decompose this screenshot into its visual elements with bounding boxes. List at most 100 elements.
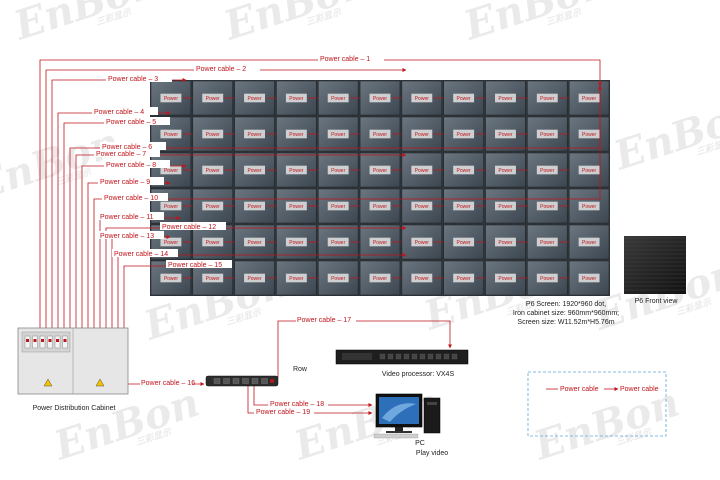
power-module [411, 273, 433, 283]
power-module-label: Power [164, 240, 179, 246]
power-module [244, 273, 265, 283]
power-module-label: Power [206, 96, 221, 102]
power-strip: Row [205, 366, 308, 387]
power-module-label: Power [582, 240, 597, 246]
breaker-switch [56, 339, 59, 342]
power-module [453, 165, 475, 175]
wallpaper-swoosh [382, 403, 416, 422]
power-cable-label: Power cable – 10 [104, 195, 158, 202]
power-module-label: Power [373, 132, 388, 138]
power-cable-line [75, 153, 407, 328]
power-cable-label: Power cable – 4 [94, 109, 144, 116]
processor-button [419, 353, 426, 360]
power-module-label: Power [498, 168, 513, 174]
cable-label-bg [140, 378, 192, 386]
switch-icon [270, 379, 274, 383]
cable-label-bg [98, 177, 164, 185]
power-module [411, 93, 433, 103]
processor-button [395, 353, 402, 360]
power-module [327, 237, 349, 247]
power-cable-label: Power cable – 15 [168, 262, 222, 269]
power-module [369, 129, 391, 139]
socket [251, 378, 259, 384]
screen-specs: P6 Screen: 1920*960 dot, Iron cabinet si… [513, 301, 619, 326]
power-cable-line [105, 226, 407, 328]
watermark-logo: EnBon [528, 379, 685, 470]
power-module-label: Power [415, 276, 430, 282]
power-distribution-cabinet: Power Distribution Cabinet [17, 327, 129, 412]
breaker-switch [41, 339, 44, 342]
power-module [369, 93, 391, 103]
power-module-label: Power [498, 276, 513, 282]
processor-button [435, 353, 442, 360]
power-module-label: Power [540, 240, 555, 246]
spec-line-1: P6 Screen: 1920*960 dot, [526, 301, 606, 308]
cabinet-label: Power Distribution Cabinet [33, 405, 116, 412]
power-module-label: Power [457, 204, 472, 210]
power-module [411, 237, 433, 247]
power-module [495, 201, 516, 211]
power-module-label: Power [289, 276, 304, 282]
power-module-label: Power [289, 168, 304, 174]
power-module-label: Power [289, 132, 304, 138]
power-module-label: Power [498, 240, 513, 246]
power-cable-label: Power cable – 19 [256, 409, 310, 416]
power-module [578, 237, 600, 247]
power-module-label: Power [582, 276, 597, 282]
processor-button [451, 353, 458, 360]
socket [223, 378, 230, 384]
power-module-label: Power [206, 276, 221, 282]
power-module [285, 129, 307, 139]
power-module [536, 93, 558, 103]
power-module-label: Power [164, 276, 179, 282]
front-view: P6 Front view [624, 236, 686, 305]
cable-label-bg [104, 117, 170, 125]
power-module [202, 201, 224, 211]
cable-label-bg [106, 74, 172, 82]
cable-label-bg [296, 315, 356, 323]
power-module [369, 201, 391, 211]
power-module [411, 129, 433, 139]
power-module [202, 237, 224, 247]
breaker-switch [48, 339, 52, 342]
processor-buttons [379, 353, 458, 360]
cable-label-bg [160, 222, 226, 230]
legend: Power cable Power cable [527, 371, 667, 437]
power-module-label: Power [540, 276, 555, 282]
power-module [578, 129, 600, 139]
socket-row [213, 378, 274, 384]
power-module-label: Power [415, 168, 430, 174]
power-module [578, 201, 600, 211]
pc-tower [423, 397, 441, 434]
power-cable-label: Power cable – 7 [96, 151, 146, 158]
power-module [202, 93, 224, 103]
power-module [160, 129, 182, 139]
power-cable-label: Power cable – 9 [100, 179, 150, 186]
power-cable-label: Power cable – 5 [106, 119, 156, 126]
power-module-label: Power [164, 132, 179, 138]
power-cable-line [93, 85, 602, 328]
power-module [411, 201, 433, 211]
power-module-label: Power [331, 132, 346, 138]
power-cable-label: Power cable – 12 [162, 224, 216, 231]
power-module [369, 273, 391, 283]
power-module [411, 165, 433, 175]
socket [232, 378, 240, 384]
power-module [453, 237, 475, 247]
breaker-switch [26, 339, 29, 342]
power-module-label: Power [247, 96, 262, 102]
power-module [536, 165, 558, 175]
power-module-label: Power [582, 132, 597, 138]
power-module [578, 93, 600, 103]
socket [213, 378, 221, 384]
power-module [160, 201, 182, 211]
cable-label-bg [98, 212, 164, 220]
power-module [495, 273, 516, 283]
cable-label-bg [98, 231, 164, 239]
cable-label-bg [166, 260, 232, 268]
power-module [495, 237, 516, 247]
legend-right-label: Power cable [620, 386, 659, 393]
legend-left-label: Power cable [560, 386, 599, 393]
power-module-label: Power [457, 96, 472, 102]
watermark-logo: EnBon [458, 0, 615, 50]
